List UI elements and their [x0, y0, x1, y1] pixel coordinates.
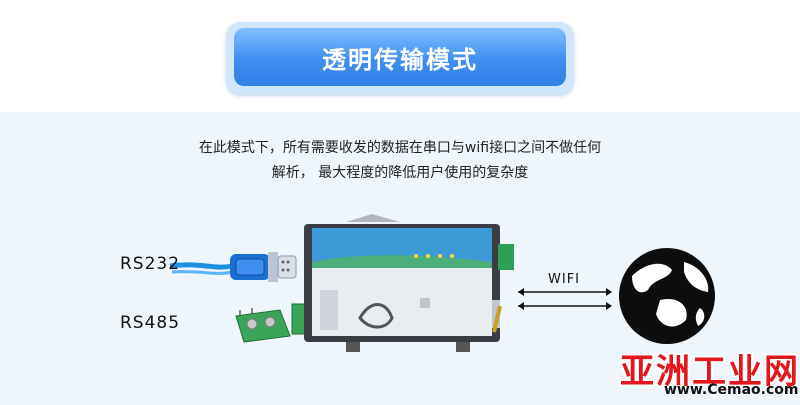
rs485-label: RS485: [120, 313, 181, 333]
page-title: 透明传输模式: [322, 45, 478, 74]
title-button-face: 透明传输模式: [234, 28, 566, 86]
description-line-1: 在此模式下，所有需要收发的数据在串口与wifi接口之间不做任何: [198, 140, 602, 156]
device-unit: [304, 214, 514, 352]
wifi-link-arrows: [518, 288, 612, 310]
watermark-logo: 亚洲工业网: [620, 352, 800, 392]
description-line-2: 解析， 最大程度的降低用户使用的复杂度: [271, 165, 529, 181]
rs485-terminal-icon: [235, 303, 313, 343]
rs232-label: RS232: [120, 254, 181, 274]
watermark-url: www.Cemao.com: [664, 382, 799, 398]
wifi-label: WIFI: [548, 272, 580, 287]
rs232-cable-icon: [169, 252, 297, 282]
internet-globe-icon: [619, 248, 715, 344]
title-banner: 透明传输模式: [226, 22, 574, 94]
